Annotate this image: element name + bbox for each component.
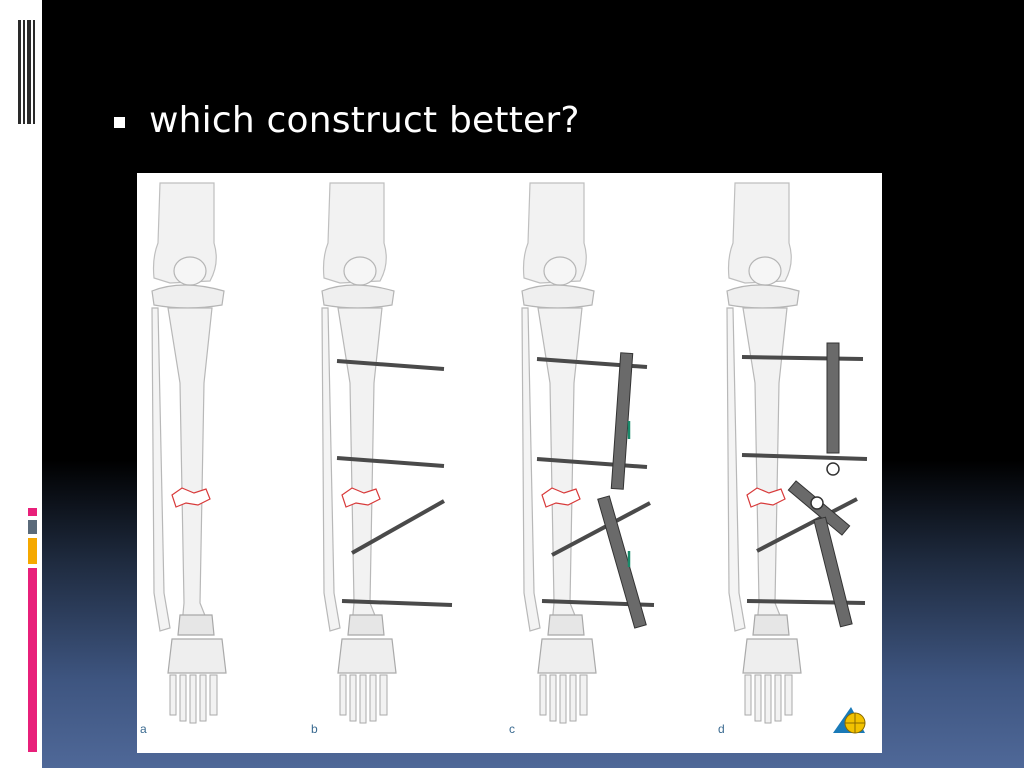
panel-label-b: b [311, 722, 318, 736]
panel-d-leg [726, 182, 868, 724]
pin [336, 456, 445, 468]
fracture-fixation-figure [137, 173, 882, 753]
accent-bar-pink [28, 568, 37, 752]
pin [351, 499, 445, 555]
frame-bar-upper [826, 342, 840, 454]
panel-b-leg [321, 182, 453, 724]
accent-bar-gray [28, 520, 37, 534]
bullet-square-icon [114, 117, 125, 128]
accent-bar-pink-top [28, 508, 37, 516]
leg-illustrations [151, 182, 868, 734]
pin [336, 359, 445, 371]
decorative-lines [18, 0, 40, 130]
accent-bar-orange [28, 538, 37, 564]
frame-bar-lower [813, 516, 853, 628]
panel-c-leg [521, 182, 655, 724]
slide-title: which construct better? [149, 100, 580, 141]
pin [341, 599, 453, 607]
panel-label-d: d [718, 722, 725, 736]
bullet-item: which construct better? [114, 100, 580, 141]
panel-label-a: a [140, 722, 147, 736]
globe-logo-icon [833, 707, 866, 734]
panel-label-c: c [509, 722, 515, 736]
panel-a-leg [151, 182, 227, 724]
